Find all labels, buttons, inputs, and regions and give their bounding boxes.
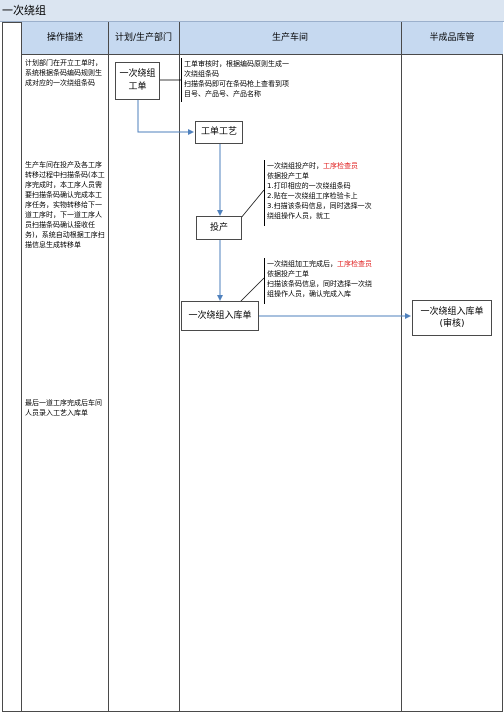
description-order: 计划部门在开立工单时，系统根据条码编码规则生成对应的一次绕组条码 <box>25 59 102 87</box>
note-production-line1: 一次绕组投产时，工序检查员 <box>267 161 398 171</box>
note-production-line2: 依据投产工单 <box>267 172 309 180</box>
note-production-line3: 1.打印相应的一次绕组条码 <box>267 182 351 190</box>
note-order-line3: 扫描条码即可在条码枪上查看到项 <box>184 80 289 88</box>
callout-leader-inbound <box>239 277 265 303</box>
header-plan: 计划/生产部门 <box>108 22 179 55</box>
note-inbound-line2: 依据投产工单 <box>267 270 309 278</box>
production-box: 投产 <box>196 216 242 240</box>
header-desc: 操作描述 <box>22 22 108 55</box>
header-workshop: 生产车间 <box>179 22 401 55</box>
header-warehouse: 半成品库管 <box>401 22 503 55</box>
inbound-review-box: 一次绕组入库单 (审核) <box>412 300 492 336</box>
note-production: 一次绕组投产时，工序检查员 依据投产工单 1.打印相应的一次绕组条码 2.贴在一… <box>264 160 400 226</box>
note-inbound-line4: 组操作人员，确认完成入库 <box>267 290 351 298</box>
note-production-line4: 2.贴在一次绕组工序检验卡上 <box>267 192 358 200</box>
window-title: 一次绕组 <box>0 0 504 22</box>
connector-order-to-process <box>137 100 194 135</box>
note-inbound-line1: 一次绕组加工完成后，工序检查员 <box>267 259 398 269</box>
note-inbound-inspector: 工序检查员 <box>337 260 372 268</box>
production-label: 投产 <box>209 223 228 233</box>
inbound-box: 一次绕组入库单 <box>181 301 259 331</box>
work-order-box: 一次绕组工单 <box>115 62 160 100</box>
note-production-line5: 3.扫描该条码信息，同时选择一次 <box>267 202 372 210</box>
note-inbound: 一次绕组加工完成后，工序检查员 依据投产工单 扫描该条码信息，同时选择一次绕 组… <box>264 258 400 304</box>
divider-workshop-warehouse <box>401 22 402 712</box>
divider-desc-plan <box>108 22 109 712</box>
note-production-line6: 绕组操作人员，就工 <box>267 212 330 220</box>
process-box: 工单工艺 <box>195 121 243 144</box>
description-transfer: 生产车间在投产及各工序转移过程中扫描条码(本工序完成时，本工序人员需要扫描条码确… <box>25 161 105 249</box>
description-inbound: 最后一道工序完成后车间人员录入工艺入库单 <box>25 399 102 417</box>
work-order-label: 一次绕组工单 <box>119 69 156 92</box>
note-production-inspector: 工序检查员 <box>323 162 358 170</box>
note-inbound-line1-text: 一次绕组加工完成后， <box>267 260 337 268</box>
note-order-review: 工单审核时，根据编码原则生成一 次绕组条码 扫描条码即可在条码枪上查看到项 目号… <box>181 58 321 102</box>
divider-plan-workshop <box>179 22 180 712</box>
note-order-line4: 目号、产品号、产品名称 <box>184 90 261 98</box>
note-inbound-line3: 扫描该条码信息，同时选择一次绕 <box>267 280 372 288</box>
process-label: 工单工艺 <box>200 127 237 137</box>
note-production-line1-text: 一次绕组投产时， <box>267 162 323 170</box>
inbound-review-line1: 一次绕组入库单 <box>420 307 484 317</box>
left-margin-column <box>2 22 22 712</box>
inbound-review-line2: (审核) <box>439 319 465 329</box>
note-order-line1: 工单审核时，根据编码原则生成一 <box>184 60 289 68</box>
inbound-label: 一次绕组入库单 <box>188 311 252 321</box>
note-order-line2: 次绕组条码 <box>184 70 219 78</box>
